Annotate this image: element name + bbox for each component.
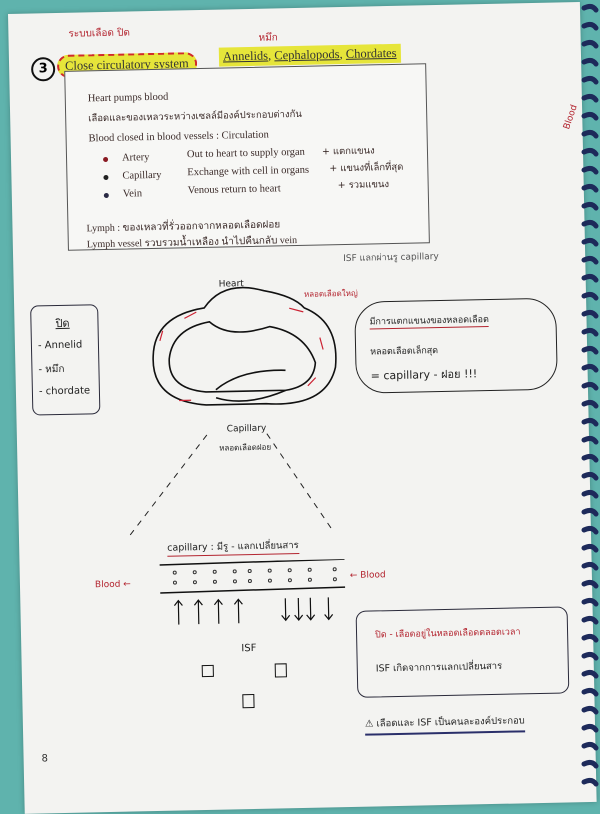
blood-flow-left: Blood ←	[94, 579, 131, 591]
thai-composition-text: เลือดและของเหลวระหว่างเซลล์มีองค์ประกอบต…	[88, 108, 302, 125]
note-closed-system: ระบบเลือด ปิด	[68, 27, 131, 40]
warning-text: เลือดและ ISF เป็นคนละองค์ประกอบ	[376, 715, 525, 730]
warning-note: ⚠ เลือดและ ISF เป็นคนละองค์ประกอบ	[364, 713, 526, 736]
cell-icon	[274, 663, 287, 678]
heart-label: Heart	[218, 279, 244, 290]
group-annelids: Annelids	[222, 48, 269, 64]
closed-box-line2: ISF เกิดจากการแลกเปลี่ยนสาร	[375, 660, 503, 675]
vessel-artery-note: + แตกแขนง	[321, 145, 375, 158]
bullet-capillary	[103, 174, 109, 181]
group-item: - chordate	[38, 385, 91, 398]
lymph-vessel-text: Lymph vessel รวบรวมน้ำเหลือง นำไปคืนกลับ…	[86, 234, 298, 251]
vessel-artery-desc: Out to heart to supply organ	[186, 146, 305, 161]
aorta-label: หลอดเลือดใหญ่	[303, 288, 358, 299]
cloud-title: มีการแตกแขนงของหลอดเลือด	[369, 311, 490, 330]
isf-label: ISF	[241, 642, 257, 655]
vessel-capillary-note: + แขนงที่เล็กที่สุด	[329, 161, 404, 175]
blood-flow-right: ← Blood	[349, 570, 386, 581]
heart-pumps-text: Heart pumps blood	[87, 91, 169, 105]
closed-groups-box: ปิด - Annelid - หมึก - chordate	[30, 304, 101, 416]
vessel-capillary-desc: Exchange with cell in organs	[187, 164, 310, 179]
cloud-line1: หลอดเลือดเล็กสุด	[370, 346, 439, 358]
group-item: - Annelid	[37, 339, 83, 352]
vessel-vein-note: + รวมแขนง	[337, 179, 390, 192]
closed-box-line1: ปิด - เลือดอยู่ในหลอดเลือดตลอดเวลา	[374, 627, 521, 641]
capillary-vessel-diagram	[159, 558, 346, 625]
vessel-capillary: Capillary	[122, 169, 162, 182]
cloud-line2: = capillary - ฝอย !!!	[370, 367, 478, 383]
group-cephalopods: Cephalopods	[274, 47, 340, 63]
notebook-page: ระบบเลือด ปิด หมึก 3 Close circulatory s…	[8, 2, 597, 814]
section-number: 3	[30, 57, 56, 82]
page-number: 8	[41, 753, 49, 765]
note-squid: หมึก	[258, 32, 278, 44]
heart-circulation-diagram	[152, 286, 337, 406]
closed-groups-title: ปิด	[55, 316, 70, 331]
zoom-lines	[128, 433, 335, 537]
spiral-binding	[581, 3, 599, 787]
capillary-diagram-title: capillary : มีรู - แลกเปลี่ยนสาร	[167, 538, 299, 557]
bullet-artery	[103, 156, 109, 163]
group-list: Annelids, Cephalopods, Chordates	[218, 43, 401, 67]
cell-icon	[242, 693, 255, 709]
branching-cloud: มีการแตกแขนงของหลอดเลือด หลอดเลือดเล็กสุ…	[354, 297, 558, 394]
cell-icon	[201, 664, 214, 678]
closed-system-box: ปิด - เลือดอยู่ในหลอดเลือดตลอดเวลา ISF เ…	[355, 606, 570, 698]
vessel-artery: Artery	[121, 152, 150, 164]
vessel-vein: Vein	[122, 188, 143, 200]
blood-closed-text: Blood closed in blood vessels : Circulat…	[88, 129, 269, 145]
bullet-vein	[103, 192, 109, 199]
printed-notes-box: Heart pumps blood เลือดและของเหลวระหว่าง…	[64, 63, 430, 251]
group-chordates: Chordates	[345, 45, 397, 61]
vessel-vein-desc: Venous return to heart	[187, 183, 281, 197]
isf-note: ISF แลกผ่านรู capillary	[343, 252, 439, 265]
group-item: - หมึก	[38, 363, 65, 376]
